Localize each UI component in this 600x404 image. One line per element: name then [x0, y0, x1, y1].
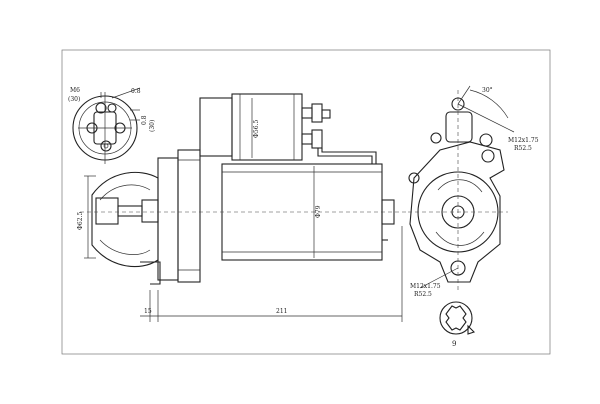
label-d56: Φ56.5	[253, 120, 260, 138]
label-211: 211	[276, 308, 287, 315]
label-bolt-bot-1: M12x1.75	[410, 283, 441, 290]
starter-front-view	[408, 85, 515, 290]
label-bolt-top-2: R52.5	[514, 145, 532, 152]
label-teeth: 9	[452, 340, 456, 348]
label-08: 0.8	[131, 88, 141, 95]
label-d79: Φ79	[315, 205, 322, 218]
terminal-detail	[72, 87, 141, 164]
label-08-vert: 0.8	[141, 115, 148, 125]
label-paren-30-vert: (30)	[149, 120, 156, 132]
label-paren-30: (30)	[68, 96, 80, 103]
dimensions-side	[84, 98, 403, 322]
label-bolt-bot-2: R52.5	[414, 291, 432, 298]
pinion-gear-detail	[439, 301, 476, 335]
drawing-frame	[61, 49, 551, 355]
label-15: 15	[144, 308, 152, 315]
label-d62: Φ62.5	[77, 212, 84, 230]
label-angle-30: 30°	[482, 87, 493, 94]
label-m6: M6	[70, 87, 80, 94]
label-bolt-top-1: M12x1.75	[508, 137, 539, 144]
starter-side-view	[80, 93, 406, 285]
